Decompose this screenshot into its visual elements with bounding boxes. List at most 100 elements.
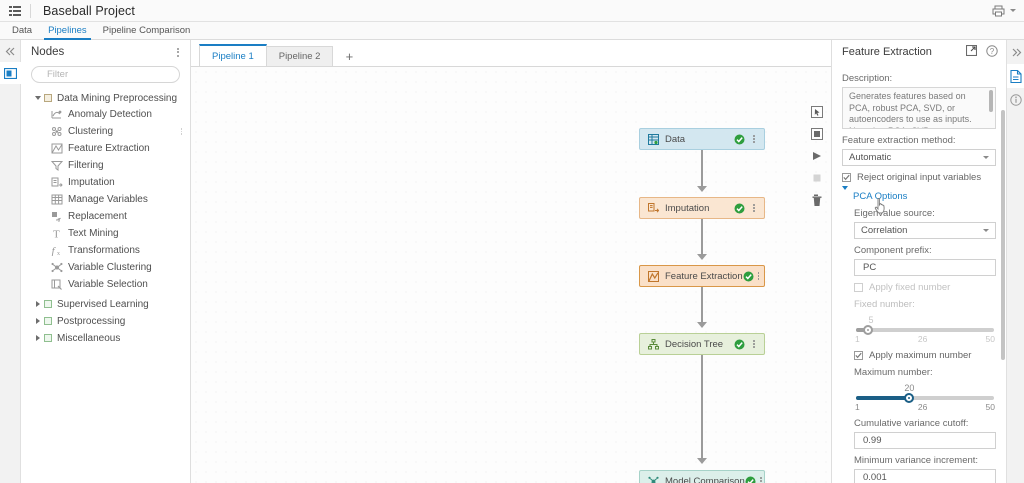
select-tool-icon[interactable] <box>810 105 824 119</box>
properties-header-actions: ? <box>965 44 998 60</box>
pipeline-tab-1[interactable]: Pipeline 1 <box>199 44 267 66</box>
collapse-left-panel-icon[interactable] <box>0 40 21 62</box>
tree-group-postprocessing[interactable]: Postprocessing <box>21 313 190 329</box>
node-item-anomaly-detection[interactable]: Anomaly Detection <box>21 106 190 123</box>
feature-extraction-icon <box>647 270 659 282</box>
group-color-box <box>44 94 52 102</box>
delete-node-icon[interactable] <box>810 193 824 207</box>
maximum-number-fill <box>856 396 910 400</box>
node-item-label: Manage Variables <box>68 194 148 205</box>
pipeline-node-feature-extraction[interactable]: Feature Extraction <box>639 265 765 287</box>
node-item-replacement[interactable]: g Replacement <box>21 208 190 225</box>
chevron-down-icon <box>983 229 989 232</box>
apply-maximum-number-label: Apply maximum number <box>869 350 972 361</box>
node-more-options-icon[interactable] <box>749 134 759 144</box>
info-icon[interactable] <box>1007 88 1024 112</box>
node-item-variable-selection[interactable]: Variable Selection <box>21 276 190 293</box>
node-item-text-mining[interactable]: T Text Mining <box>21 225 190 242</box>
imputation-icon <box>50 176 63 189</box>
description-textarea[interactable]: Generates features based on PCA, robust … <box>842 87 996 129</box>
help-icon[interactable]: ? <box>986 44 998 60</box>
svg-text:?: ? <box>990 47 995 56</box>
nav-tab-pipelines[interactable]: Pipelines <box>40 25 95 40</box>
nodes-panel-title: Nodes <box>31 46 65 58</box>
collapse-right-panel-icon[interactable] <box>1007 40 1024 64</box>
node-item-feature-extraction[interactable]: Feature Extraction <box>21 140 190 157</box>
description-scrollbar[interactable] <box>989 90 993 112</box>
svg-text:T: T <box>53 229 60 240</box>
nav-tab-pipeline-comparison[interactable]: Pipeline Comparison <box>102 25 191 36</box>
data-table-icon <box>647 133 659 145</box>
twisty-collapsed-icon[interactable] <box>33 301 42 307</box>
pipeline-node-model-comparison[interactable]: Model Comparison <box>639 470 765 483</box>
node-item-filtering[interactable]: Filtering <box>21 157 190 174</box>
nodes-more-options-icon[interactable] <box>174 45 182 60</box>
checkbox-unchecked-icon <box>854 283 863 292</box>
apply-fixed-number-checkbox[interactable]: Apply fixed number <box>854 282 996 293</box>
pipeline-node-imputation[interactable]: Imputation <box>639 197 765 219</box>
node-more-options-icon[interactable] <box>757 271 760 281</box>
maximum-number-knob[interactable] <box>904 393 915 403</box>
group-color-box <box>44 300 52 308</box>
tree-group-data-mining-preprocessing[interactable]: Data Mining Preprocessing <box>21 90 190 106</box>
node-more-options-icon[interactable] <box>759 476 762 483</box>
pipeline-tab-2[interactable]: Pipeline 2 <box>265 46 334 66</box>
node-item-label: Transformations <box>68 245 140 256</box>
nodes-filter-box[interactable] <box>31 66 181 83</box>
apply-maximum-number-checkbox[interactable]: Apply maximum number <box>854 350 996 361</box>
pca-options-section-toggle[interactable]: PCA Options <box>842 186 996 214</box>
print-icon[interactable] <box>992 5 1005 17</box>
node-more-options-icon[interactable] <box>749 203 759 213</box>
tree-group-supervised-learning[interactable]: Supervised Learning <box>21 296 190 312</box>
maximum-number-track[interactable] <box>856 393 994 403</box>
svg-text:x: x <box>57 251 60 256</box>
nodes-panel-icon[interactable] <box>0 62 21 84</box>
feature-extraction-method-select[interactable]: Automatic <box>842 149 996 166</box>
component-prefix-input[interactable] <box>861 261 989 274</box>
add-pipeline-tab-icon[interactable]: + <box>345 48 354 64</box>
filter-funnel-icon <box>50 159 63 172</box>
node-item-label: Variable Clustering <box>68 262 152 273</box>
tick-max: 50 <box>985 402 995 412</box>
nodes-filter-input[interactable] <box>45 68 181 81</box>
pipeline-node-data[interactable]: Data <box>639 128 765 150</box>
table-grid-icon <box>50 193 63 206</box>
svg-text:f: f <box>51 246 56 257</box>
component-prefix-field[interactable] <box>854 259 996 276</box>
tree-group-miscellaneous[interactable]: Miscellaneous <box>21 330 190 346</box>
nav-tab-data[interactable]: Data <box>12 25 33 36</box>
cumulative-variance-cutoff-input[interactable] <box>861 434 989 447</box>
properties-scrollbar[interactable] <box>1001 110 1005 360</box>
properties-panel-icon[interactable] <box>1007 64 1024 88</box>
open-in-new-icon[interactable] <box>965 44 978 59</box>
connector-decisiontree-modelcomp <box>701 355 703 460</box>
connector-imputation-featureext <box>701 219 703 256</box>
twisty-collapsed-icon[interactable] <box>33 335 42 341</box>
node-item-imputation[interactable]: Imputation <box>21 174 190 191</box>
node-item-variable-clustering[interactable]: Variable Clustering <box>21 259 190 276</box>
fixed-number-knob <box>862 325 873 335</box>
node-item-manage-variables[interactable]: Manage Variables <box>21 191 190 208</box>
run-pipeline-icon[interactable] <box>810 149 824 163</box>
node-more-options-icon[interactable] <box>749 339 759 349</box>
method-selected-value: Automatic <box>849 152 892 163</box>
minimum-variance-increment-field[interactable] <box>854 469 996 483</box>
zoom-fit-icon[interactable] <box>810 127 824 141</box>
node-item-more-options-icon[interactable] <box>180 128 182 135</box>
reject-original-input-variables-checkbox[interactable]: Reject original input variables <box>842 172 996 183</box>
twisty-collapsed-icon[interactable] <box>33 318 42 324</box>
maximum-number-label: Maximum number: <box>854 367 933 378</box>
pipeline-node-decision-tree[interactable]: Decision Tree <box>639 333 765 355</box>
node-item-transformations[interactable]: f x Transformations <box>21 242 190 259</box>
minimum-variance-increment-input[interactable] <box>861 471 989 483</box>
maximum-number-slider[interactable]: 20 1 26 50 <box>854 381 996 412</box>
twisty-expanded-icon[interactable] <box>33 96 42 100</box>
node-item-clustering[interactable]: Clustering <box>21 123 190 140</box>
tick-min: 1 <box>855 334 860 344</box>
eigenvalue-source-select[interactable]: Correlation <box>854 222 996 239</box>
cumulative-variance-cutoff-field[interactable] <box>854 432 996 449</box>
print-dropdown-caret-icon[interactable] <box>1010 9 1016 12</box>
pipeline-canvas[interactable]: Data Imput <box>191 67 831 483</box>
tick-mid: 26 <box>917 402 928 412</box>
hamburger-menu-icon[interactable] <box>0 0 30 21</box>
